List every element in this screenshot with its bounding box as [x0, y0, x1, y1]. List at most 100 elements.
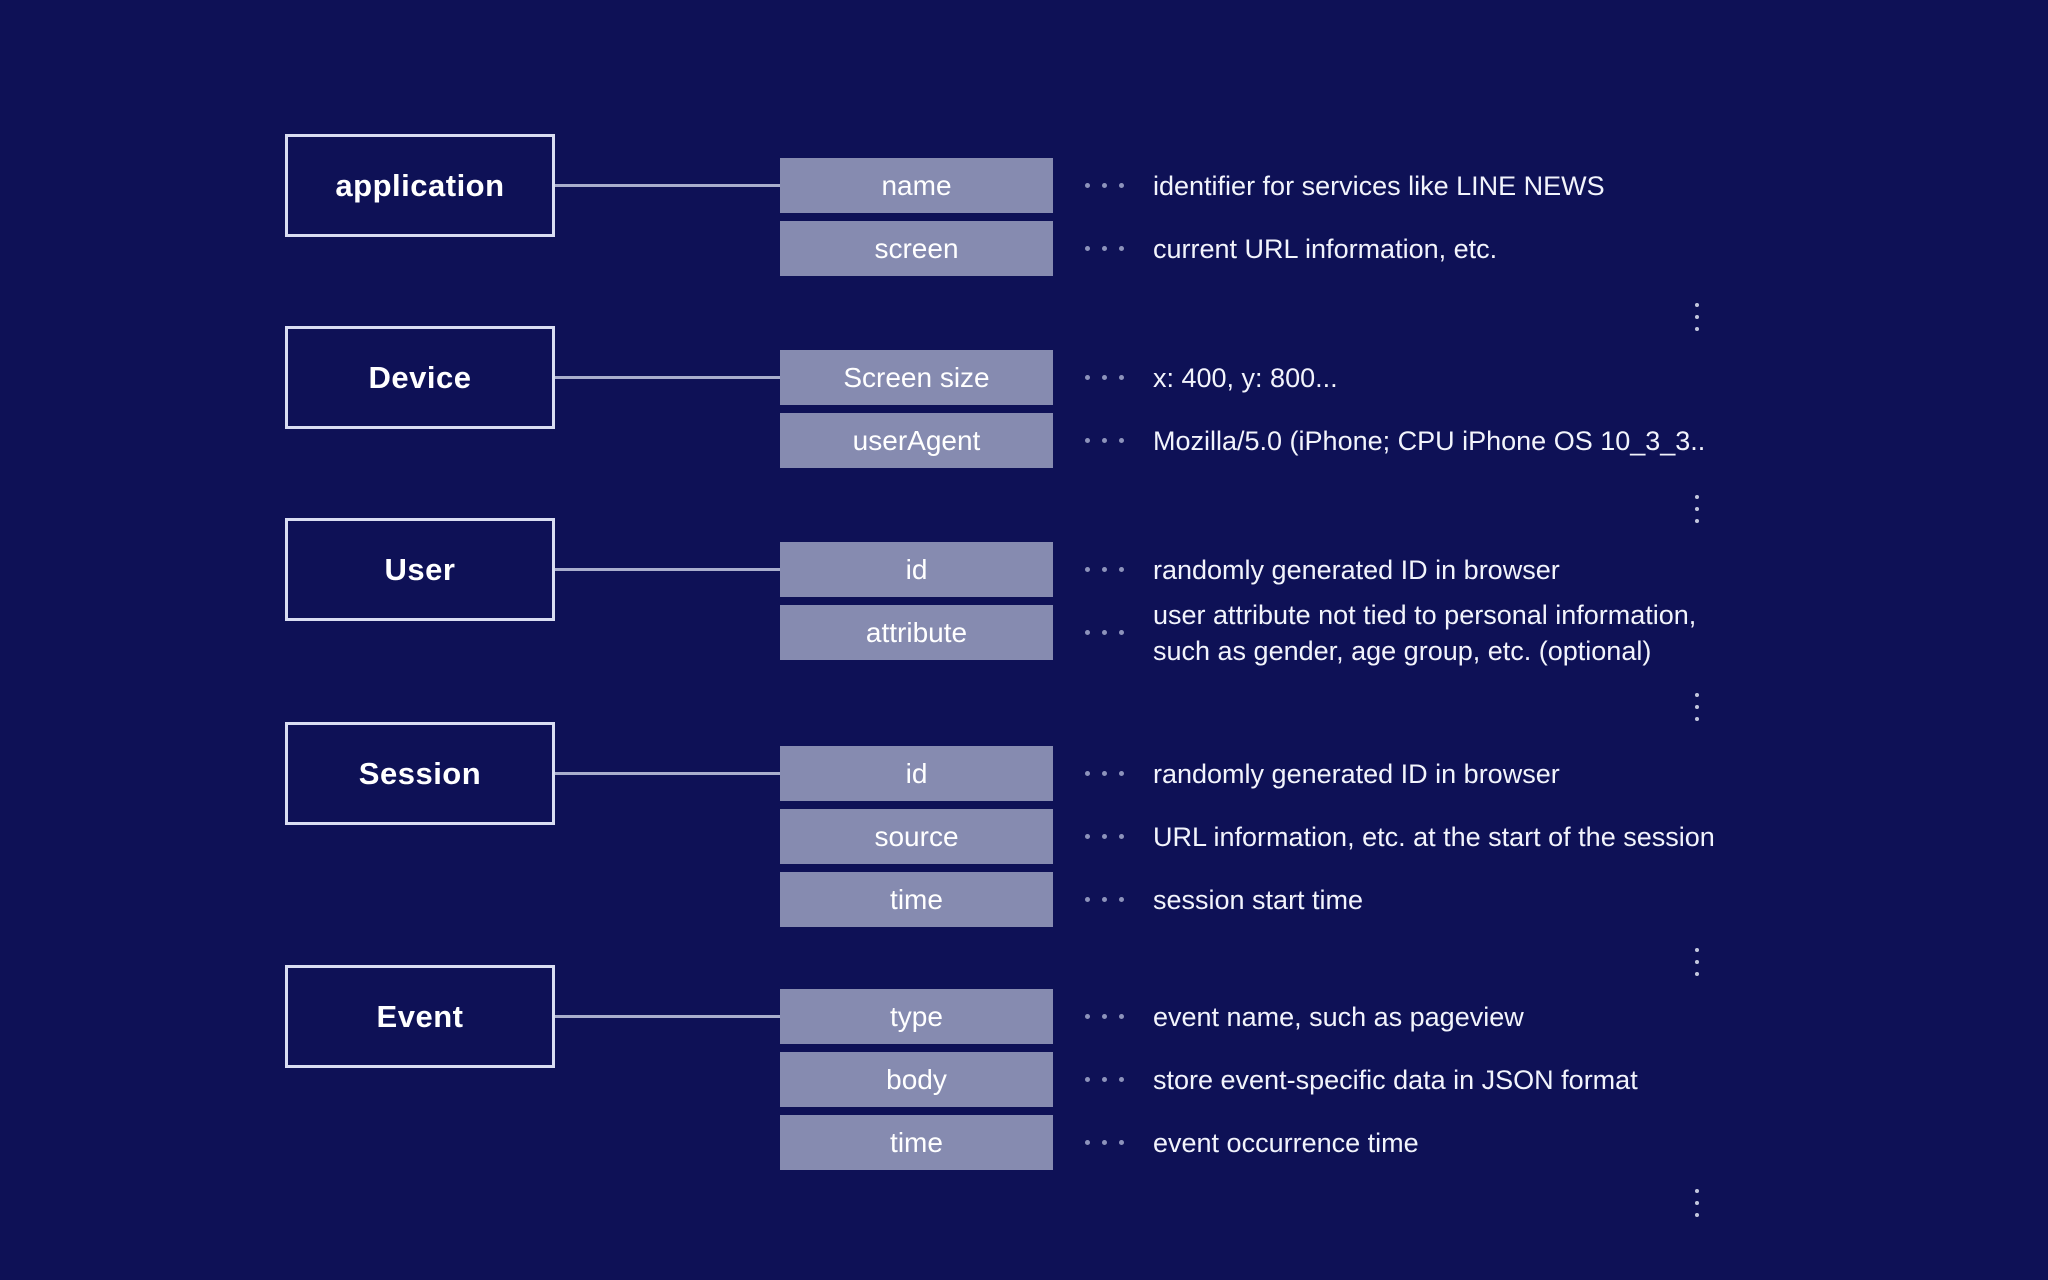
separator-dot [1085, 834, 1090, 839]
attribute-description: URL information, etc. at the start of th… [1153, 821, 1715, 852]
attribute-description: Mozilla/5.0 (iPhone; CPU iPhone OS 10_3_… [1153, 425, 1706, 456]
dots-separator-icon [1085, 897, 1126, 902]
separator-dot [1119, 375, 1124, 380]
attribute-box: name [780, 158, 1053, 213]
entity-box: Session [285, 722, 555, 825]
ellipsis-dot [1694, 327, 1699, 331]
separator-dot [1102, 183, 1107, 188]
connector-line [555, 184, 780, 187]
attribute-row: time session start time [780, 872, 2048, 927]
attribute-label: Screen size [843, 361, 990, 393]
dots-separator-icon [1085, 834, 1126, 839]
separator-dot [1085, 771, 1090, 776]
attribute-box: time [780, 872, 1053, 927]
attribute-label: id [905, 553, 928, 585]
attribute-label: userAgent [852, 424, 981, 456]
attribute-box: time [780, 1115, 1053, 1170]
separator-dot [1085, 630, 1090, 635]
attribute-box: screen [780, 221, 1053, 276]
entity-box: Event [285, 965, 555, 1068]
attribute-description: identifier for services like LINE NEWS [1153, 170, 1605, 201]
entity-box: User [285, 518, 555, 621]
attribute-label: time [890, 883, 943, 915]
attribute-row: Screen size x: 400, y: 800... [780, 350, 2048, 405]
separator-dot [1102, 438, 1107, 443]
attribute-box: userAgent [780, 413, 1053, 468]
separator-dot [1119, 1014, 1124, 1019]
attribute-label: name [881, 169, 952, 201]
attribute-label: source [874, 820, 959, 852]
connector-line [555, 568, 780, 571]
connector-line [555, 376, 780, 379]
dots-separator-icon [1085, 630, 1126, 635]
attribute-rows: Screen size x: 400, y: 800... userAgent … [780, 350, 2048, 468]
entity-label: Event [376, 998, 464, 1034]
separator-dot [1119, 630, 1124, 635]
attribute-row: id randomly generated ID in browser [780, 746, 2048, 801]
attribute-label: attribute [865, 616, 968, 648]
vertical-ellipsis-icon [1560, 668, 1833, 746]
attribute-label: type [890, 1000, 943, 1032]
separator-dot [1085, 1077, 1090, 1082]
separator-dot [1102, 567, 1107, 572]
entity-group: User id randomly generated ID in browser… [0, 518, 2048, 746]
ellipsis-dot [1694, 972, 1699, 976]
attribute-rows: type event name, such as pageview body s… [780, 989, 2048, 1170]
separator-dot [1119, 1140, 1124, 1145]
attribute-row: name identifier for services like LINE N… [780, 158, 2048, 213]
ellipsis-dot [1694, 1189, 1699, 1193]
attribute-description: event occurrence time [1153, 1127, 1419, 1158]
separator-dot [1085, 897, 1090, 902]
attribute-label: time [890, 1126, 943, 1158]
ellipsis-dot [1694, 519, 1699, 523]
attribute-description: store event-specific data in JSON format [1153, 1064, 1638, 1095]
attribute-box: source [780, 809, 1053, 864]
vertical-ellipsis-icon [1560, 476, 1833, 542]
separator-dot [1102, 246, 1107, 251]
separator-dot [1119, 834, 1124, 839]
dots-separator-icon [1085, 246, 1126, 251]
dots-separator-icon [1085, 438, 1126, 443]
entity-label: User [384, 551, 456, 587]
attribute-description: x: 400, y: 800... [1153, 362, 1338, 393]
ellipsis-dot [1694, 1213, 1699, 1217]
attribute-description: randomly generated ID in browser [1153, 758, 1560, 789]
vertical-ellipsis-icon [1560, 1178, 1833, 1228]
separator-dot [1102, 375, 1107, 380]
separator-dot [1119, 438, 1124, 443]
separator-dot [1119, 567, 1124, 572]
dots-separator-icon [1085, 375, 1126, 380]
separator-dot [1102, 1077, 1107, 1082]
separator-dot [1085, 246, 1090, 251]
separator-dot [1119, 1077, 1124, 1082]
dots-separator-icon [1085, 1014, 1126, 1019]
attribute-description: current URL information, etc. [1153, 233, 1498, 264]
dots-separator-icon [1085, 1077, 1126, 1082]
separator-dot [1102, 771, 1107, 776]
separator-dot [1085, 1014, 1090, 1019]
ellipsis-dot [1694, 303, 1699, 307]
separator-dot [1119, 183, 1124, 188]
attribute-box: attribute [780, 605, 1053, 660]
attribute-row: time event occurrence time [780, 1115, 2048, 1170]
attribute-box: Screen size [780, 350, 1053, 405]
attribute-label: id [905, 757, 928, 789]
attribute-rows: name identifier for services like LINE N… [780, 158, 2048, 276]
separator-dot [1102, 1014, 1107, 1019]
ellipsis-dot [1694, 717, 1699, 721]
vertical-ellipsis-icon [1560, 935, 1833, 989]
dots-separator-icon [1085, 183, 1126, 188]
separator-dot [1085, 1140, 1090, 1145]
separator-dot [1102, 630, 1107, 635]
separator-dot [1102, 897, 1107, 902]
ellipsis-dot [1694, 948, 1699, 952]
connector-line [555, 1015, 780, 1018]
attribute-box: body [780, 1052, 1053, 1107]
entity-label: Session [358, 755, 482, 791]
attribute-box: id [780, 746, 1053, 801]
entity-label: application [335, 167, 505, 203]
ellipsis-dot [1694, 315, 1699, 319]
vertical-ellipsis-icon [1560, 284, 1833, 350]
attribute-description: user attribute not tied to personal info… [1153, 599, 1697, 666]
separator-dot [1119, 771, 1124, 776]
